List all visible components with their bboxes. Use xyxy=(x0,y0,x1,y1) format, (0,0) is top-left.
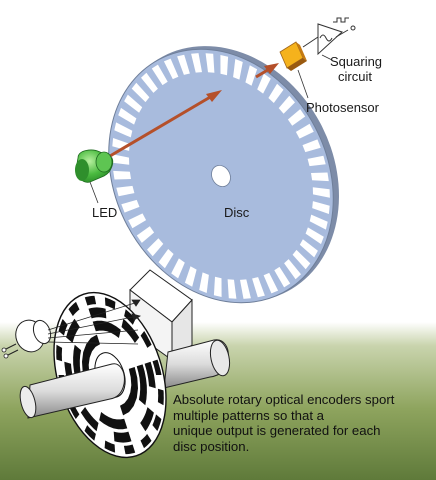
caption: Absolute rotary optical encoders sport m… xyxy=(173,392,429,454)
disc-slot xyxy=(268,83,284,103)
disc-center-hole xyxy=(211,165,231,187)
disc-slot xyxy=(292,249,311,270)
encoder-ring-segment xyxy=(92,320,121,338)
disc-slot xyxy=(302,139,321,153)
encoder-ring-segment xyxy=(120,367,138,416)
disc-slot xyxy=(263,272,279,294)
disc-slot xyxy=(131,82,150,103)
encoder-ring-segment xyxy=(152,414,162,431)
disc-slot xyxy=(307,155,326,167)
assembly-light-rays xyxy=(47,299,141,345)
led-icon xyxy=(75,149,114,183)
disc-slot xyxy=(274,266,291,288)
light-beam xyxy=(109,63,279,158)
encoder-ring-segment xyxy=(124,309,136,325)
photosensor-icon xyxy=(279,41,307,71)
disc-slot xyxy=(118,107,137,125)
encoder-ring-segment xyxy=(68,301,80,317)
disc-slot xyxy=(309,214,328,230)
disc-slot xyxy=(299,239,318,258)
encoder-assembly xyxy=(1,269,231,459)
label-leaders xyxy=(89,54,333,204)
disc-slot xyxy=(287,109,306,126)
disc xyxy=(108,46,339,304)
disc-label: Disc xyxy=(224,205,250,220)
disc-slot xyxy=(191,53,202,73)
disc-slot xyxy=(257,73,271,94)
disc-slot xyxy=(114,122,133,138)
encoder-ring-segment xyxy=(104,440,116,453)
disc-slot xyxy=(163,58,179,80)
disc-slot xyxy=(240,279,251,299)
caption-line-4: disc position. xyxy=(173,438,250,454)
led-label: LED xyxy=(92,205,118,220)
disc-slots xyxy=(112,53,330,299)
disc-slot xyxy=(227,279,237,299)
disc-slot xyxy=(252,277,265,298)
disc-slot xyxy=(121,199,140,213)
disc-slot xyxy=(205,53,215,73)
disc-slot xyxy=(113,170,131,180)
disc-slot xyxy=(220,55,229,76)
disc-slot xyxy=(311,172,329,182)
disc-slot xyxy=(295,123,314,139)
photosensor-label: Photosensor xyxy=(306,100,379,115)
encoder-ring-segment xyxy=(123,444,136,455)
disc-slot xyxy=(112,154,130,165)
disc-slot xyxy=(128,213,147,229)
disc-slot xyxy=(124,94,143,113)
squaring-circuit-label-line1: Squaring xyxy=(330,54,383,69)
disc-slot xyxy=(213,276,222,297)
disc-slot xyxy=(312,201,330,214)
caption-line-1: Absolute rotary optical encoders sport xyxy=(173,392,395,407)
encoder-ring-segment xyxy=(144,361,156,389)
encoder-ring-segment xyxy=(56,344,63,362)
encoder-ring-segment xyxy=(84,425,96,441)
encoder-ring-segment xyxy=(80,407,99,432)
disc-slot xyxy=(284,259,301,280)
encoder-ring-segment xyxy=(66,318,80,343)
disc-slot xyxy=(171,258,185,279)
encoder-ring-segment xyxy=(152,359,162,375)
encoder-ring-segment xyxy=(140,407,154,432)
disc-slot xyxy=(151,64,168,86)
disc-slot xyxy=(177,54,190,75)
disc-slot xyxy=(158,249,174,269)
caption-line-2: multiple patterns so that a xyxy=(173,407,325,423)
encoder-ring-segment xyxy=(136,364,147,406)
encoder-ring-segment xyxy=(113,431,132,443)
encoder-ring-segment xyxy=(84,295,97,306)
disc-slot xyxy=(116,185,135,197)
squaring-circuit-label: Squaring circuit xyxy=(330,54,382,84)
encoder-ring-segment xyxy=(104,297,116,310)
caption-line-3: unique output is generated for each xyxy=(173,423,381,438)
encoder-ring-segment xyxy=(140,433,152,449)
encoder-ring-segment xyxy=(140,331,152,348)
disc-slot xyxy=(233,59,243,80)
squaring-circuit-icon xyxy=(302,17,356,56)
disc-slot xyxy=(305,227,324,245)
disc-slot xyxy=(199,272,209,293)
disc-slot xyxy=(245,65,258,86)
disc-slot xyxy=(184,266,197,287)
disc-slot xyxy=(278,95,295,114)
disc-slot xyxy=(147,238,164,257)
disc-slot xyxy=(312,187,330,198)
assembly-led-icon xyxy=(1,319,52,359)
encoder-ring-segment xyxy=(99,412,128,430)
disc-slot xyxy=(141,72,158,93)
squaring-circuit-label-line2: circuit xyxy=(338,69,372,84)
disc-slot xyxy=(136,226,155,243)
encoder-ring-segment xyxy=(157,388,164,406)
